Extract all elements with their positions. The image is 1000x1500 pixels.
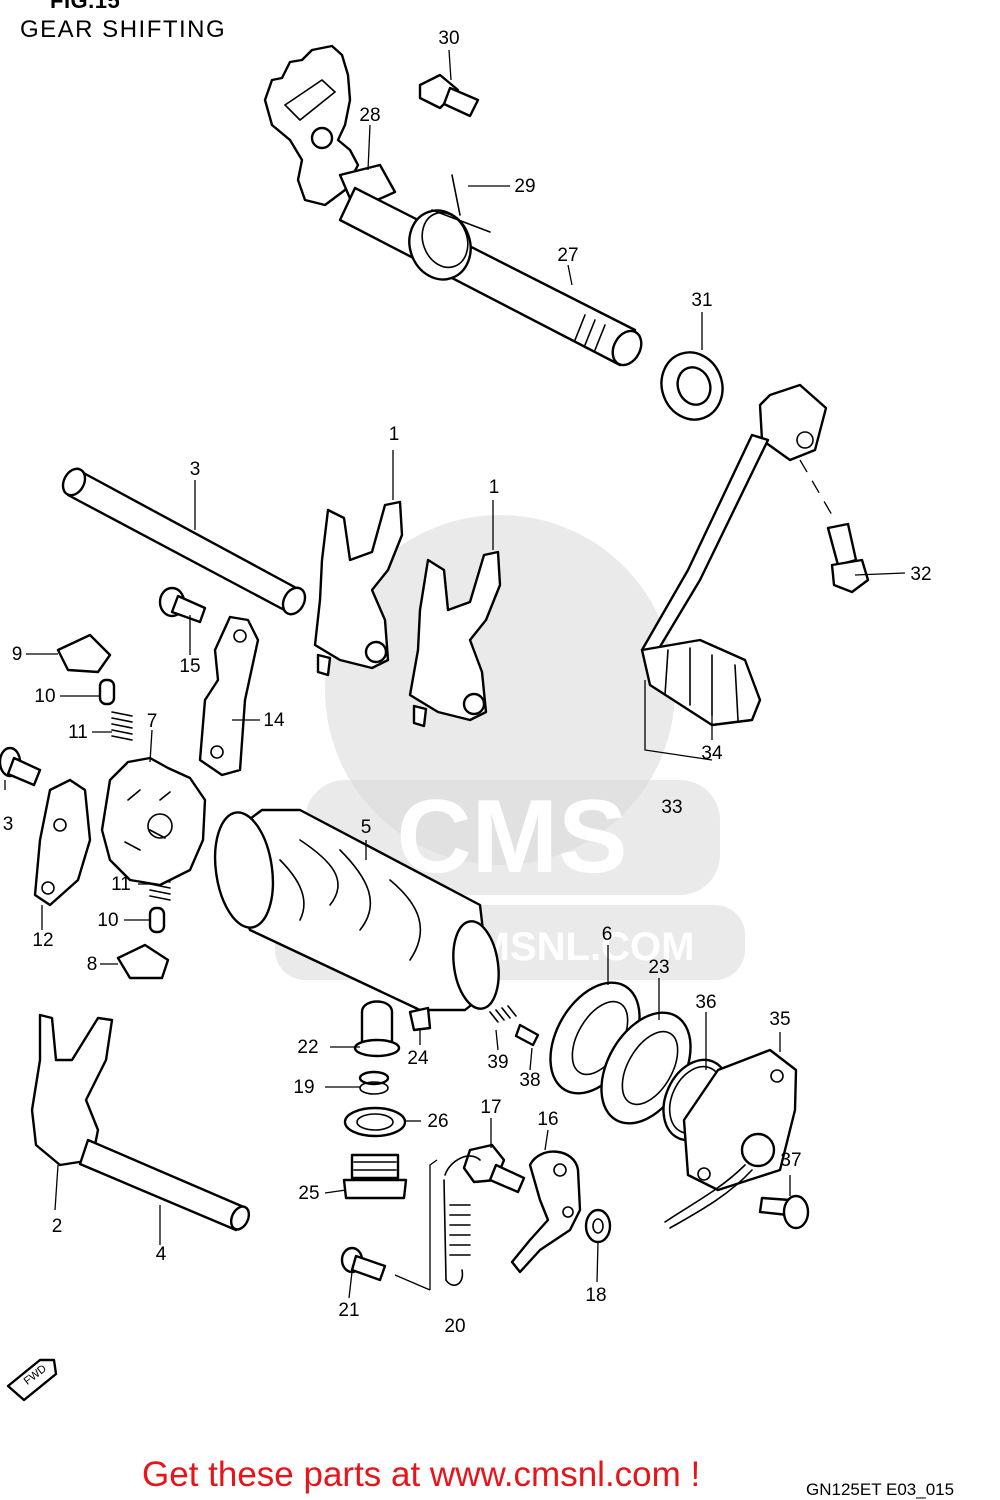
callout-18: 18 bbox=[585, 1285, 606, 1306]
callout-20: 20 bbox=[444, 1316, 465, 1337]
part-25-plug-bolt bbox=[342, 1153, 408, 1200]
part-22-plug bbox=[353, 1000, 401, 1058]
callout-24: 24 bbox=[407, 1048, 429, 1069]
part-19-spring bbox=[358, 1070, 390, 1095]
callout-38: 38 bbox=[519, 1070, 540, 1091]
part-17-bolt bbox=[462, 1143, 526, 1194]
callout-29: 29 bbox=[514, 176, 535, 197]
callout-37: 37 bbox=[780, 1150, 801, 1171]
part-5-gear-shift-cam bbox=[213, 808, 500, 1012]
part-1-gear-shift-fork-a bbox=[313, 500, 404, 677]
part-31-oil-seal bbox=[660, 351, 724, 421]
part-4-gear-shift-fork-shaft bbox=[78, 1138, 251, 1232]
callout-7: 7 bbox=[147, 711, 158, 732]
part-24-pin bbox=[408, 1006, 432, 1032]
part-38-pin bbox=[514, 1023, 540, 1047]
callout-3: 3 bbox=[3, 814, 14, 835]
part-9-cam-guide bbox=[56, 633, 112, 674]
callout-4: 4 bbox=[156, 1244, 167, 1265]
part-16-gear-shift-arm bbox=[510, 1150, 582, 1274]
callout-21: 21 bbox=[338, 1300, 359, 1321]
callout-27: 27 bbox=[557, 245, 578, 266]
part-2-gear-shift-fork bbox=[30, 1013, 114, 1167]
part-20-spring bbox=[443, 1155, 481, 1286]
part-10-pin-upper bbox=[98, 678, 116, 706]
part-35-neutral-switch bbox=[664, 1048, 798, 1229]
callout-35: 35 bbox=[769, 1009, 790, 1030]
part-18-washer bbox=[584, 1208, 612, 1244]
callout-19: 19 bbox=[293, 1077, 314, 1098]
part-12-cam-stopper-plate bbox=[33, 778, 92, 907]
callout-6: 6 bbox=[602, 924, 613, 945]
part-30-stopper-bolt bbox=[418, 73, 480, 118]
part-39-spring bbox=[489, 1005, 517, 1023]
callout-31: 31 bbox=[691, 290, 712, 311]
part-11-spring-upper bbox=[111, 711, 133, 741]
part-15-bolt bbox=[158, 586, 207, 624]
callout-25: 25 bbox=[298, 1183, 319, 1204]
callout-26: 26 bbox=[427, 1111, 448, 1132]
callout-33: 33 bbox=[661, 797, 682, 818]
part-37-screw bbox=[758, 1194, 810, 1230]
callout-17: 17 bbox=[480, 1097, 501, 1118]
callout-39: 39 bbox=[487, 1052, 508, 1073]
callout-1: 1 bbox=[389, 424, 400, 445]
part-3-gear-shift-fork-shaft bbox=[61, 467, 307, 616]
callout-15: 15 bbox=[179, 656, 200, 677]
callout-8: 8 bbox=[87, 954, 98, 975]
fwd-arrow-icon: FWD bbox=[6, 1358, 58, 1402]
callout-1: 1 bbox=[489, 477, 500, 498]
callout-23: 23 bbox=[648, 957, 669, 978]
callout-10: 10 bbox=[97, 910, 118, 931]
part-28-shift-cam-plate bbox=[263, 44, 397, 212]
callout-9: 9 bbox=[12, 644, 23, 665]
part-32-bolt bbox=[826, 522, 870, 594]
callout-36: 36 bbox=[695, 992, 716, 1013]
callout-28: 28 bbox=[359, 105, 380, 126]
callout-34: 34 bbox=[701, 743, 723, 764]
part-3-bolt bbox=[0, 746, 42, 787]
part-14-cam-stopper-plate bbox=[198, 615, 260, 777]
figure-title: FIG.15 bbox=[50, 0, 121, 13]
part-1-gear-shift-fork-b bbox=[408, 550, 502, 728]
call-to-action[interactable]: Get these parts at www.cmsnl.com ! bbox=[142, 1455, 701, 1494]
callout-10: 10 bbox=[34, 686, 55, 707]
part-33-gear-shift-lever bbox=[640, 383, 828, 727]
diagram-code: GN125ET E03_015 bbox=[806, 1480, 955, 1499]
figure-subtitle: GEAR SHIFTING bbox=[20, 16, 227, 43]
callout-30: 30 bbox=[438, 28, 459, 49]
callout-22: 22 bbox=[297, 1037, 318, 1058]
leader-lines bbox=[4, 49, 906, 1299]
part-21-bolt bbox=[340, 1246, 387, 1282]
callout-3: 3 bbox=[190, 459, 201, 480]
callout-5: 5 bbox=[361, 817, 372, 838]
callout-16: 16 bbox=[537, 1109, 558, 1130]
part-10-pin-lower bbox=[148, 906, 166, 934]
callout-2: 2 bbox=[52, 1216, 63, 1237]
part-27-gear-shift-shaft bbox=[338, 186, 643, 367]
callout-12: 12 bbox=[32, 930, 53, 951]
callout-labels: 1 1 2 3 3 4 5 6 7 8 9 10 10 11 11 12 14 … bbox=[3, 28, 932, 1337]
callout-11: 11 bbox=[111, 874, 131, 895]
callout-11: 11 bbox=[68, 722, 88, 743]
callout-14: 14 bbox=[263, 710, 285, 731]
part-8-stopper bbox=[116, 943, 170, 980]
watermark-brand: CMS bbox=[396, 779, 627, 895]
part-29-return-spring bbox=[408, 174, 491, 281]
callout-32: 32 bbox=[910, 564, 931, 585]
part-7-gear-shift-cam-driven bbox=[100, 756, 207, 887]
part-26-gasket bbox=[343, 1106, 407, 1138]
watermark-logo-circle bbox=[325, 515, 675, 865]
